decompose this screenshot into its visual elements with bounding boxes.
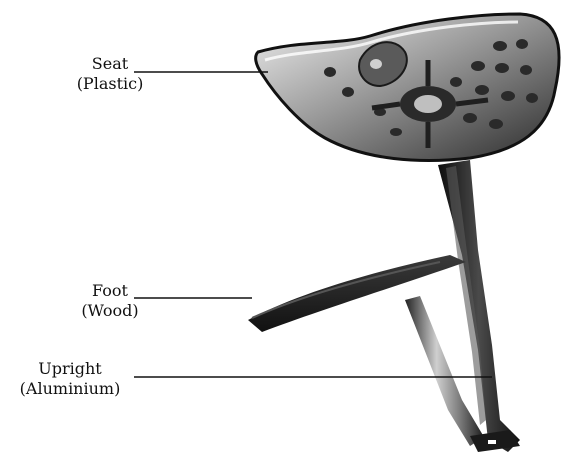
upright-material: (Aluminium) [0, 379, 140, 399]
foot-piece [248, 255, 466, 332]
seat-piece [256, 14, 559, 161]
seat-name: Seat [56, 54, 164, 74]
foot-name: Foot [56, 281, 164, 301]
seat-label: Seat (Plastic) [56, 54, 164, 94]
foot-material: (Wood) [56, 301, 164, 321]
foot-label: Foot (Wood) [56, 281, 164, 321]
seat-material: (Plastic) [56, 74, 164, 94]
upright-label: Upright (Aluminium) [0, 359, 140, 399]
upright-name: Upright [0, 359, 140, 379]
